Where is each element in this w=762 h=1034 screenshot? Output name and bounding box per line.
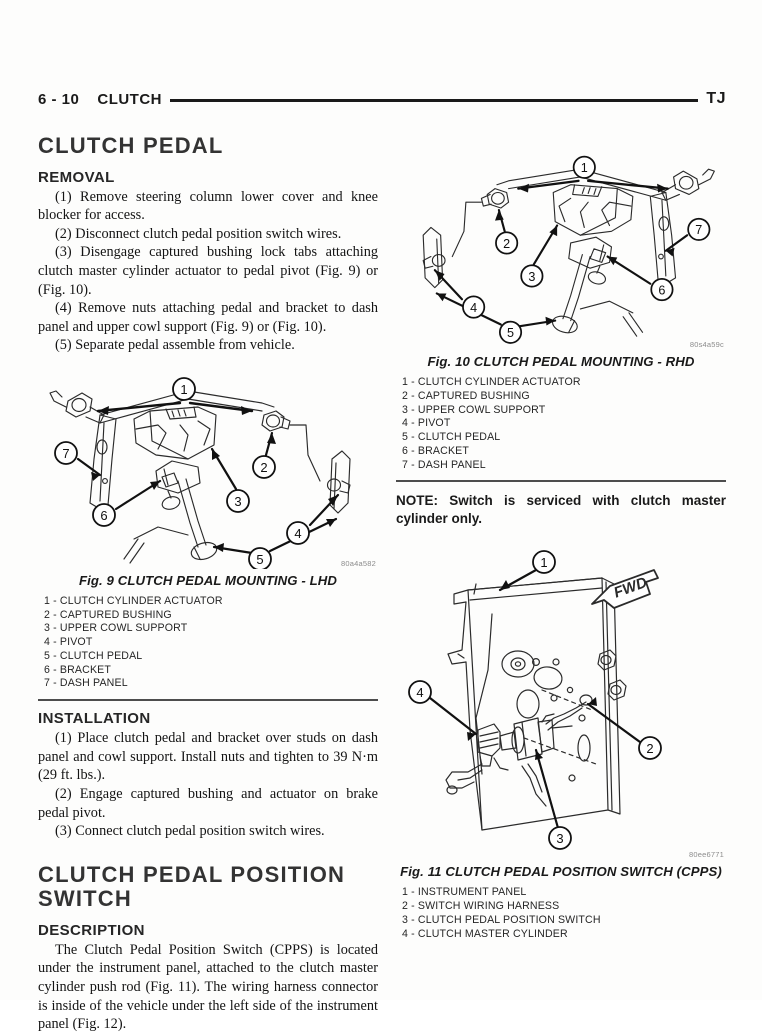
- manual-page: 6 - 10 CLUTCH TJ CLUTCH PEDAL REMOVAL (1…: [38, 88, 726, 1033]
- header-rule: [170, 98, 699, 102]
- figure-9-image: 1 2 3 4 5 6 7 80a4a582: [38, 363, 378, 569]
- left-column: CLUTCH PEDAL REMOVAL (1) Remove steering…: [38, 133, 378, 1034]
- svg-text:4: 4: [294, 526, 301, 541]
- section-name: CLUTCH: [97, 90, 163, 108]
- installation-heading: INSTALLATION: [38, 710, 151, 728]
- removal-step: (4) Remove nuts attaching pedal and brac…: [38, 300, 378, 335]
- service-note: NOTE: Switch is serviced with clutch mas…: [396, 493, 726, 527]
- legend-item: 5 - CLUTCH PEDAL: [402, 431, 501, 444]
- figure-10-image: 1 2 3 4 5 6 7 80s4a59c: [396, 134, 726, 350]
- page-title: CLUTCH PEDAL: [38, 133, 224, 158]
- description-paragraph: The Clutch Pedal Position Switch (CPPS) …: [38, 941, 378, 1033]
- clutch-pedal-position-switch-drawing: FWD: [408, 550, 662, 851]
- svg-text:3: 3: [556, 831, 563, 846]
- svg-text:1: 1: [581, 161, 588, 175]
- legend-item: 2 - CAPTURED BUSHING: [402, 389, 530, 402]
- svg-text:4: 4: [470, 301, 477, 315]
- legend-item: 1 - CLUTCH CYLINDER ACTUATOR: [44, 594, 223, 607]
- figure-10-legend: 1 - CLUTCH CYLINDER ACTUATOR 2 - CAPTURE…: [396, 376, 726, 472]
- legend-item: 6 - BRACKET: [44, 663, 111, 676]
- svg-text:2: 2: [503, 237, 510, 251]
- section-divider: [38, 699, 378, 702]
- figure-11-image-code: 80ee6771: [689, 850, 724, 860]
- svg-text:7: 7: [695, 223, 702, 237]
- right-column: 1 2 3 4 5 6 7 80s4a59c: [396, 134, 726, 941]
- running-head: 6 - 10 CLUTCH TJ: [38, 88, 726, 110]
- figure-9: 1 2 3 4 5 6 7 80a4a582: [38, 363, 378, 691]
- legend-item: 4 - CLUTCH MASTER CYLINDER: [402, 927, 568, 940]
- legend-item: 4 - PIVOT: [44, 636, 93, 649]
- removal-step: (2) Disconnect clutch pedal position swi…: [55, 225, 342, 242]
- figure-9-callouts: 1 2 3 4 5 6 7: [54, 376, 310, 569]
- installation-step: (2) Engage captured bushing and actuator…: [38, 785, 378, 821]
- figure-11-caption: Fig. 11 CLUTCH PEDAL POSITION SWITCH (CP…: [400, 864, 722, 880]
- cpps-heading: CLUTCH PEDAL POSITION SWITCH: [38, 861, 346, 912]
- legend-item: 2 - SWITCH WIRING HARNESS: [402, 900, 560, 913]
- figure-9-legend: 1 - CLUTCH CYLINDER ACTUATOR 2 - CAPTURE…: [38, 595, 378, 691]
- section-divider: [396, 480, 726, 483]
- legend-item: 7 - DASH PANEL: [402, 458, 486, 471]
- figure-11: FWD: [396, 542, 726, 941]
- removal-step: (1) Remove steering column lower cover a…: [38, 188, 378, 224]
- legend-item: 3 - CLUTCH PEDAL POSITION SWITCH: [402, 913, 601, 926]
- svg-text:3: 3: [234, 494, 241, 509]
- figure-11-image: FWD: [396, 542, 726, 860]
- page-number: 6 - 10: [38, 90, 80, 108]
- legend-item: 6 - BRACKET: [402, 444, 469, 457]
- removal-step: (5) Separate pedal assemble from vehicle…: [55, 337, 295, 354]
- installation-step: (3) Connect clutch pedal position switch…: [55, 823, 325, 840]
- svg-text:5: 5: [256, 552, 263, 567]
- legend-item: 2 - CAPTURED BUSHING: [44, 608, 172, 621]
- legend-item: 4 - PIVOT: [402, 417, 451, 430]
- svg-text:5: 5: [507, 326, 514, 340]
- svg-text:2: 2: [260, 460, 267, 475]
- legend-item: 5 - CLUTCH PEDAL: [44, 649, 143, 662]
- svg-text:2: 2: [646, 741, 653, 756]
- clutch-pedal-mounting-rhd-drawing: 1 2 3 4 5 6 7: [422, 155, 715, 344]
- figure-10: 1 2 3 4 5 6 7 80s4a59c: [396, 134, 726, 472]
- legend-item: 1 - INSTRUMENT PANEL: [402, 886, 527, 899]
- legend-item: 1 - CLUTCH CYLINDER ACTUATOR: [402, 376, 581, 388]
- description-heading: DESCRIPTION: [38, 921, 145, 939]
- figure-10-callouts: 1 2 3 4 5 6 7: [462, 155, 711, 344]
- model-code: TJ: [706, 90, 726, 107]
- figure-9-caption: Fig. 9 CLUTCH PEDAL MOUNTING - LHD: [78, 572, 338, 588]
- figure-10-image-code: 80s4a59c: [689, 340, 724, 349]
- figure-11-legend: 1 - INSTRUMENT PANEL 2 - SWITCH WIRING H…: [396, 886, 726, 941]
- clutch-pedal-mounting-lhd-drawing: 1 2 3 4 5 6 7: [49, 376, 351, 569]
- installation-step: (1) Place clutch pedal and bracket over …: [38, 730, 378, 784]
- svg-text:1: 1: [180, 382, 187, 397]
- legend-item: 7 - DASH PANEL: [44, 677, 128, 690]
- removal-heading: REMOVAL: [38, 168, 115, 186]
- figure-10-caption: Fig. 10 CLUTCH PEDAL MOUNTING - RHD: [427, 354, 695, 369]
- svg-text:7: 7: [62, 446, 69, 461]
- svg-text:1: 1: [540, 555, 547, 570]
- figure-11-callouts: 1 2 3 4: [408, 550, 662, 851]
- svg-text:6: 6: [100, 508, 107, 523]
- svg-text:4: 4: [416, 685, 423, 700]
- removal-step: (3) Disengage captured bushing lock tabs…: [38, 244, 378, 298]
- svg-text:6: 6: [658, 283, 665, 297]
- svg-text:3: 3: [528, 270, 535, 284]
- figure-9-image-code: 80a4a582: [341, 558, 376, 568]
- legend-item: 3 - UPPER COWL SUPPORT: [44, 622, 188, 635]
- legend-item: 3 - UPPER COWL SUPPORT: [402, 403, 546, 416]
